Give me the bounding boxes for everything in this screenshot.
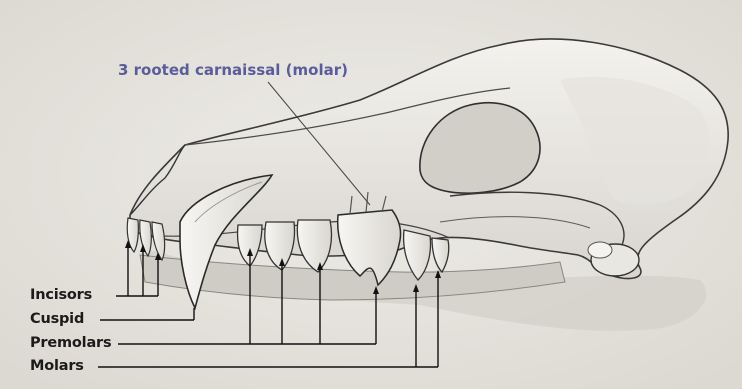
condyle-inner bbox=[588, 242, 612, 258]
cuspid-label: Cuspid bbox=[30, 312, 84, 327]
molars-label: Molars bbox=[30, 359, 84, 374]
premolars-label: Premolars bbox=[30, 336, 111, 351]
premolar-teeth bbox=[238, 220, 332, 272]
carnassial-callout: 3 rooted carnaissal (molar) bbox=[118, 63, 348, 78]
incisors-label: Incisors bbox=[30, 288, 92, 303]
